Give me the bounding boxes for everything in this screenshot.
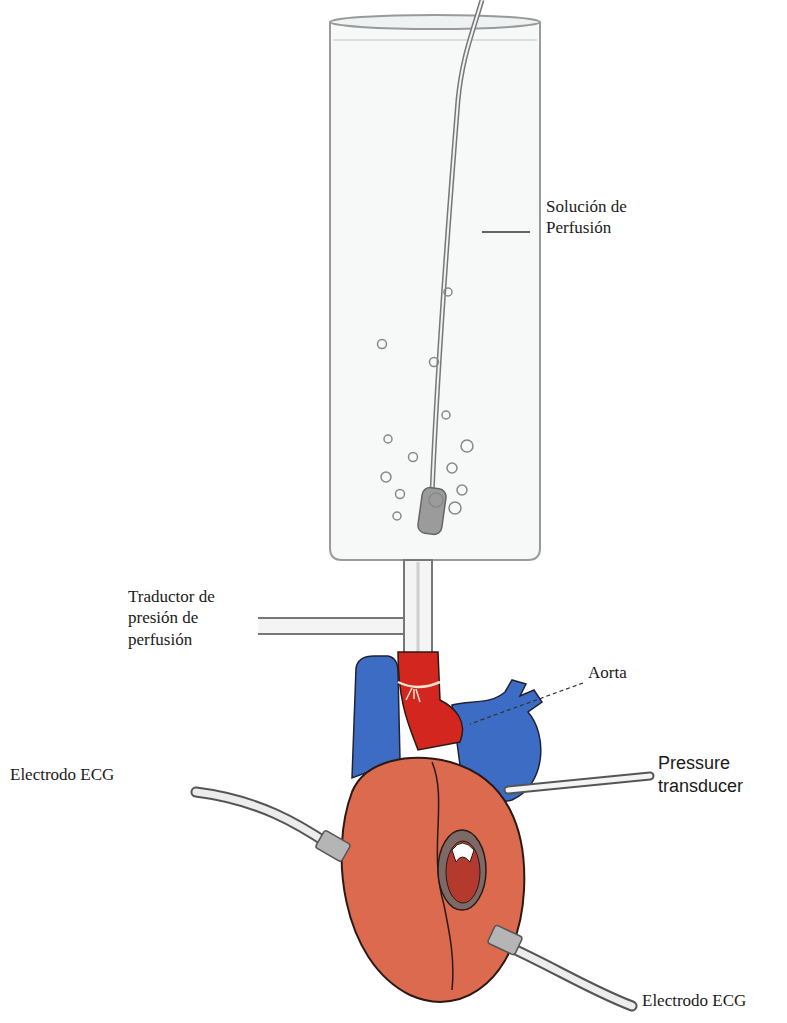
- solution-label: Solución de Perfusión: [546, 196, 676, 239]
- transducer-tube-core: [508, 776, 650, 790]
- balloon: [452, 843, 474, 862]
- leader-line: [470, 683, 583, 724]
- ecg-cable-core: [505, 945, 632, 1006]
- pressure-port-tube: [258, 618, 404, 634]
- transducer-tube: [508, 776, 650, 790]
- ventricle-window: [438, 830, 486, 910]
- ecg-label: Electrodo ECG: [10, 764, 180, 785]
- fluid-level: [333, 39, 537, 41]
- aortic-cannula: [404, 560, 432, 655]
- ecg-cable: [196, 792, 330, 845]
- gas-diffuser: [417, 487, 447, 536]
- ecg-electrode: [487, 925, 523, 956]
- leader-line: [482, 231, 530, 233]
- gas-tube-core: [432, 0, 482, 495]
- suture: [398, 682, 440, 687]
- gas-tube: [432, 0, 482, 495]
- vena-cava: [352, 656, 400, 778]
- perfusion-pressure-label: Traductor de presión de perfusión: [128, 586, 254, 650]
- suture-knot: [406, 688, 420, 702]
- ecg-electrode: [315, 830, 351, 862]
- heart-ventricles: [342, 758, 525, 1002]
- ecg-label: Electrodo ECG: [642, 990, 782, 1011]
- ventricle-cavity: [446, 841, 480, 903]
- reservoir-rim: [330, 15, 540, 29]
- ecg-cable-core: [196, 792, 330, 845]
- bubbles: [378, 288, 474, 520]
- aorta-label: Aorta: [588, 662, 668, 683]
- aorta: [398, 652, 463, 750]
- ecg-cable: [505, 945, 632, 1006]
- transducer-label: Pressure transducer: [658, 752, 780, 797]
- cannula-lumen: [417, 562, 420, 652]
